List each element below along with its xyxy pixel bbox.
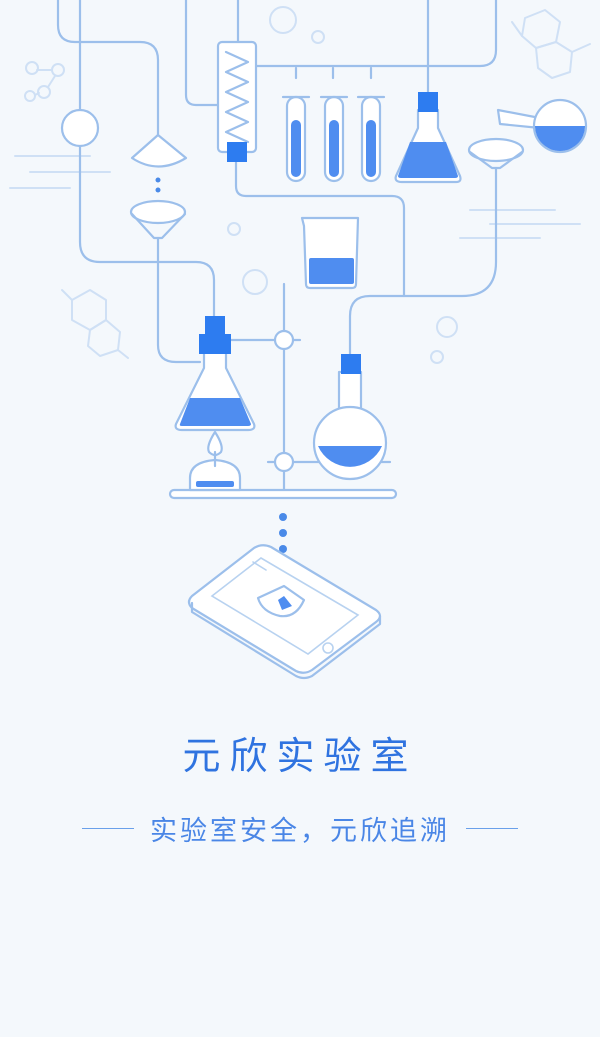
round-flask [312, 354, 388, 481]
slogan-row: 实验室安全，元欣追溯 [0, 808, 600, 848]
molecule-icon [61, 289, 129, 359]
alcohol-burner [188, 430, 242, 492]
phone-illustration [187, 544, 382, 680]
conical-flask-main [174, 316, 256, 432]
divider-left [82, 827, 134, 829]
funnel-left [129, 199, 187, 240]
slogan: 实验室安全，元欣追溯 [150, 815, 450, 847]
molecule-icon [511, 9, 591, 79]
separatory-funnel [130, 133, 188, 193]
lab-stand [168, 282, 398, 500]
round-flask-tilted [496, 98, 588, 154]
tubing [56, 0, 498, 364]
test-tubes [281, 66, 386, 183]
lab-illustration [9, 0, 591, 680]
funnel-right [467, 137, 525, 170]
divider-right [466, 827, 518, 829]
bubbles [227, 6, 458, 364]
bulb [60, 108, 100, 148]
condenser [216, 40, 258, 162]
molecule-icon [24, 61, 65, 102]
beaker [300, 216, 360, 290]
app-title: 元欣实验室 [182, 734, 418, 778]
decor-lines [9, 155, 581, 239]
conical-flask-top [394, 92, 462, 184]
flask-shield-icon [256, 584, 306, 618]
